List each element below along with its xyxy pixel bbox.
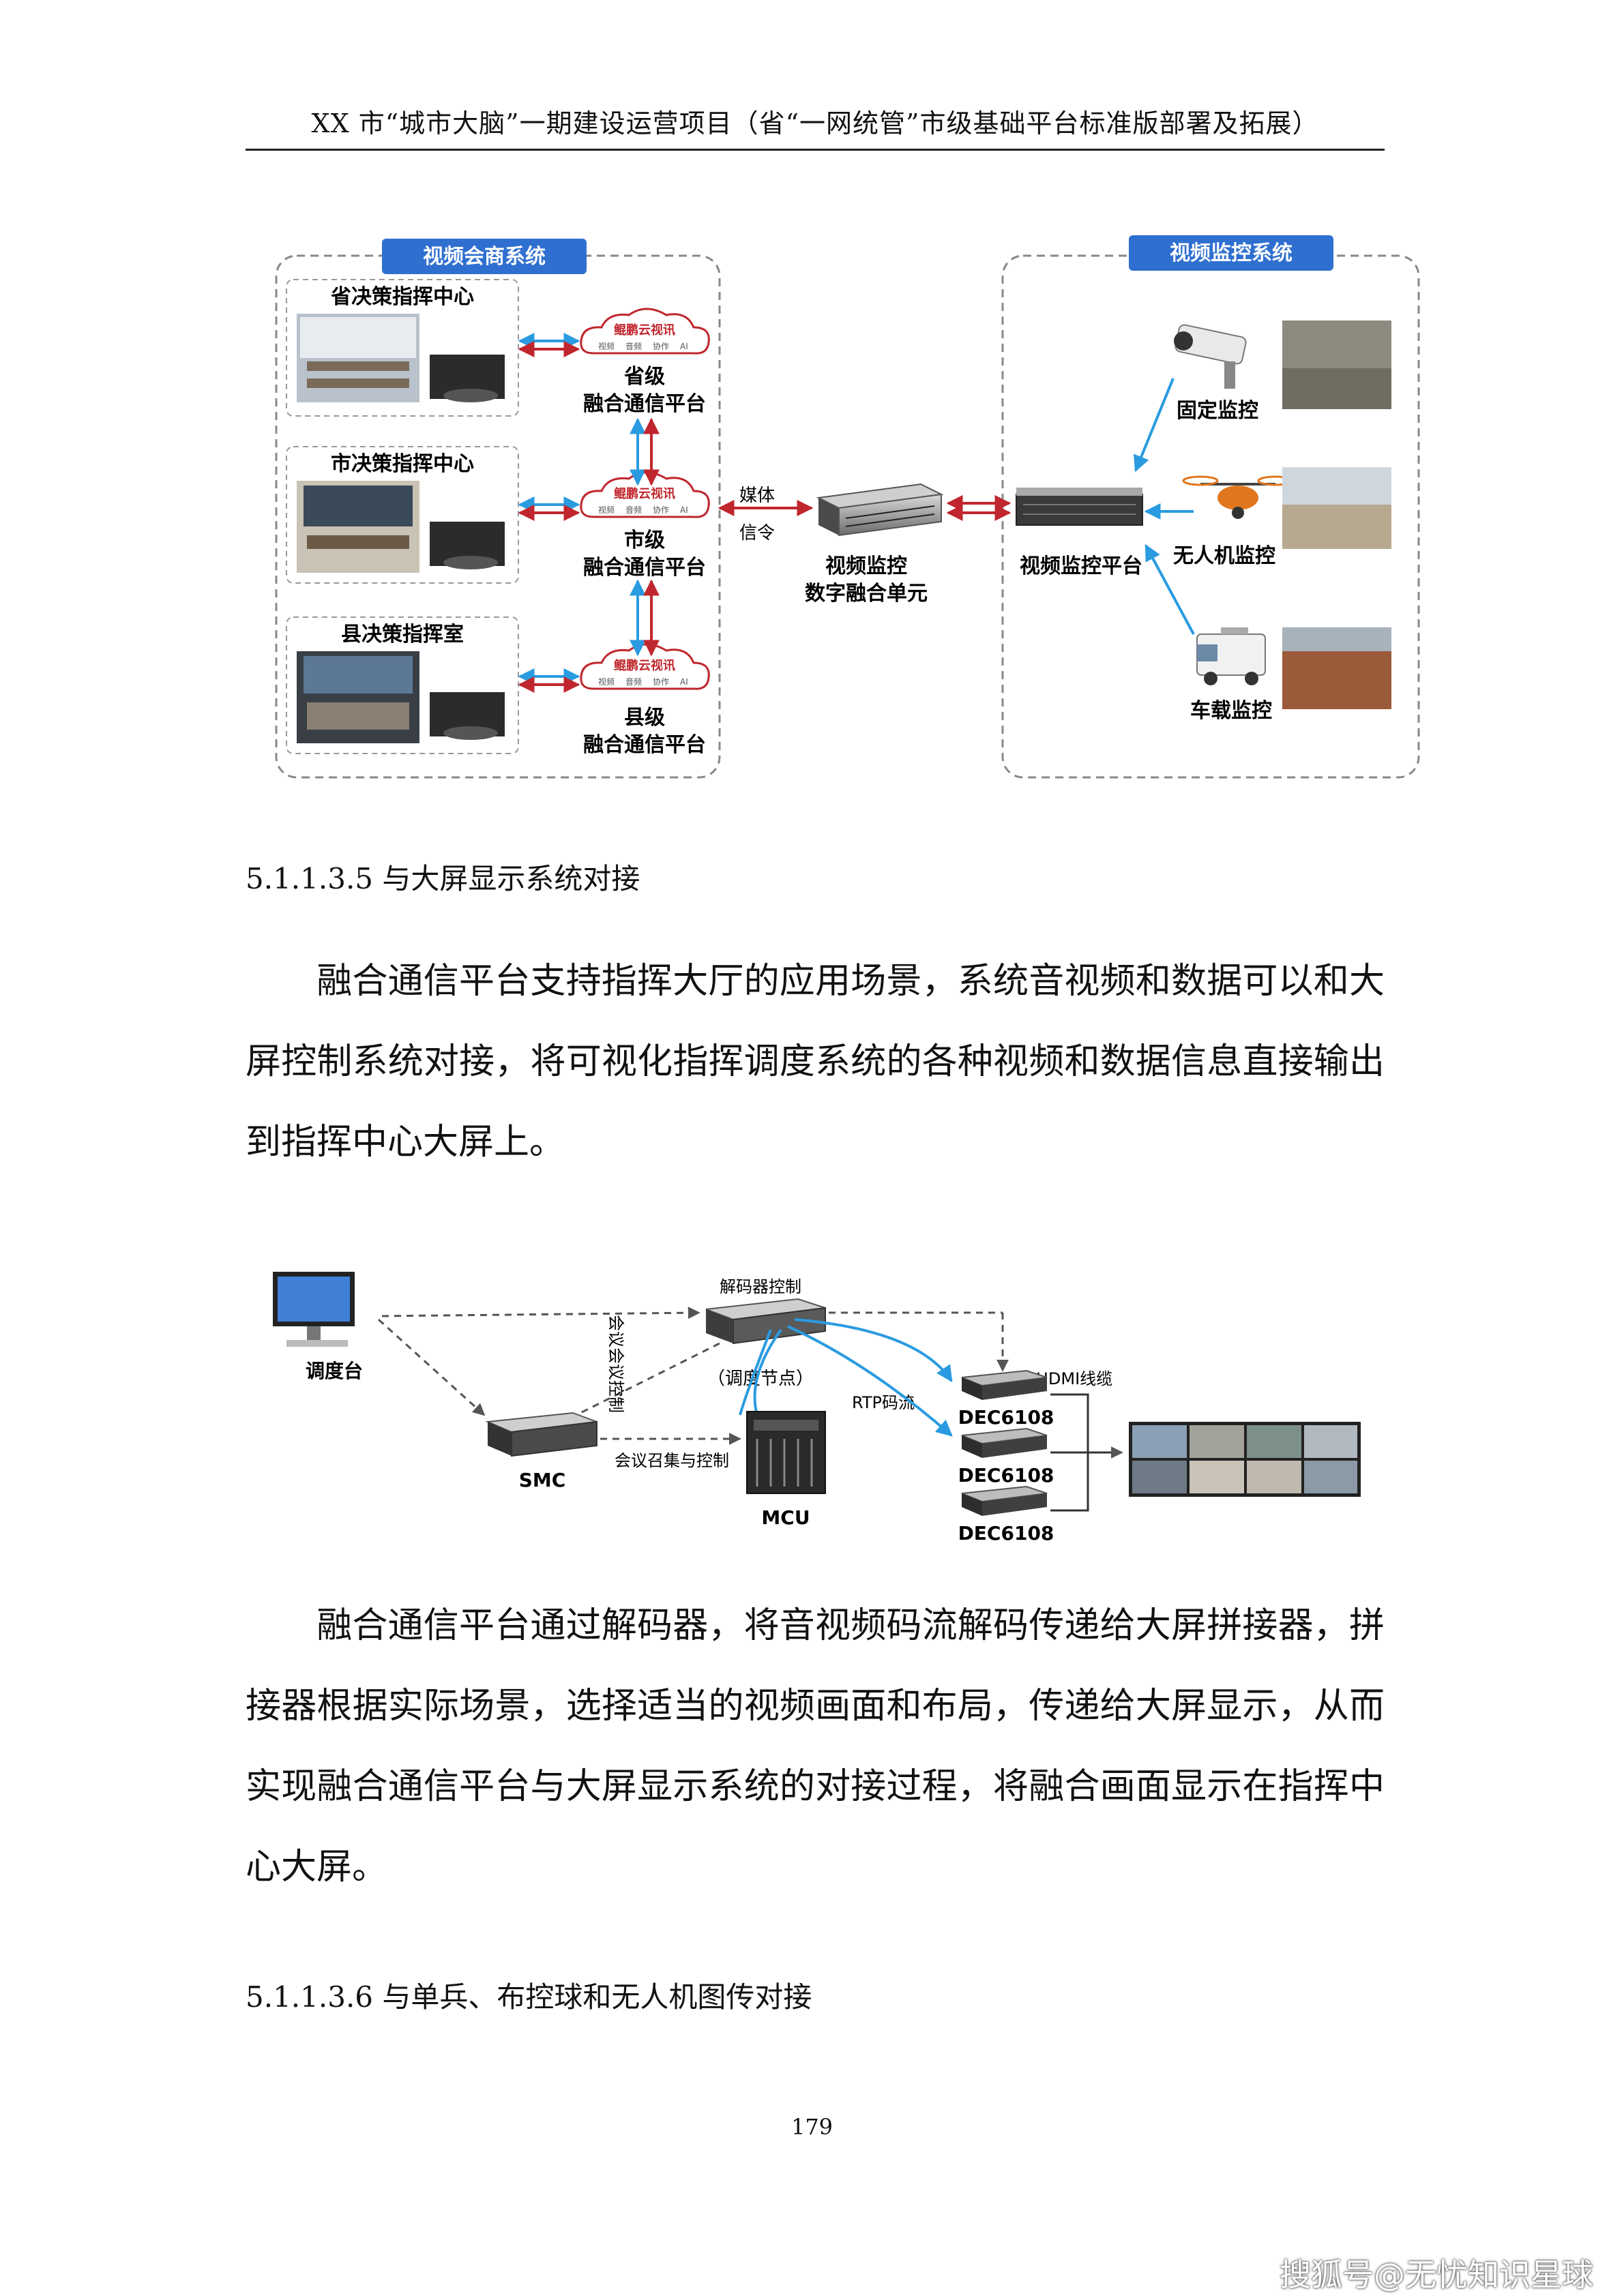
page-number: 179 bbox=[791, 2114, 833, 2140]
center-county: 县决策指挥室 bbox=[286, 616, 519, 754]
decoder-control-server-icon bbox=[705, 1298, 826, 1345]
svg-text:鲲鹏云视讯: 鲲鹏云视讯 bbox=[614, 658, 675, 673]
svg-text:视频: 视频 bbox=[598, 676, 615, 687]
svg-text:协作: 协作 bbox=[653, 505, 669, 515]
right-group-frame bbox=[1001, 254, 1420, 779]
mcu-chassis-icon bbox=[746, 1411, 826, 1494]
svg-text:协作: 协作 bbox=[653, 341, 669, 351]
paragraph-decoder-process: 融合通信平台通过解码器，将音视频码流解码传递给大屏拼接器，拼接器根据实际场景，选… bbox=[246, 1605, 1385, 1888]
cloud-province: 鲲鹏云视讯 视频 音频 协作 AI bbox=[580, 308, 710, 355]
source-fixed: 固定监控 bbox=[1177, 399, 1258, 423]
svg-text:视频: 视频 bbox=[598, 505, 615, 515]
dispatch-node-label: （调度节点） bbox=[707, 1369, 814, 1389]
smc-server-icon bbox=[485, 1412, 597, 1457]
svg-text:鲲鹏云视讯: 鲲鹏云视讯 bbox=[614, 486, 675, 501]
decoder-label-1: DEC6108 bbox=[958, 1406, 1054, 1429]
section-heading-large-screen: 5.1.1.3.5 与大屏显示系统对接 bbox=[246, 862, 640, 895]
drone-icon bbox=[1182, 475, 1294, 519]
media-label: 媒体 bbox=[739, 486, 775, 506]
svg-text:市决策指挥中心: 市决策指挥中心 bbox=[331, 452, 474, 476]
right-group-title: 视频监控系统 bbox=[1170, 241, 1293, 265]
fusion-unit-line2: 数字融合单元 bbox=[805, 582, 928, 606]
video-conference-monitoring-diagram: 视频会商系统 视频监控系统 省决策指挥中心 市决策指挥中心 县决策指挥室 鲲鹏云… bbox=[275, 235, 1420, 779]
svg-text:音频: 音频 bbox=[625, 676, 642, 687]
center-city: 市决策指挥中心 bbox=[286, 446, 519, 584]
svg-text:鲲鹏云视讯: 鲲鹏云视讯 bbox=[614, 323, 675, 338]
platform-province-name: 融合通信平台 bbox=[583, 392, 706, 416]
monitor-platform-server-icon bbox=[1016, 488, 1143, 526]
platform-county-name: 融合通信平台 bbox=[583, 733, 706, 757]
monitor-platform-label: 视频监控平台 bbox=[1020, 554, 1142, 578]
left-group-title: 视频会商系统 bbox=[423, 245, 546, 269]
svg-text:协作: 协作 bbox=[653, 676, 669, 687]
running-header: XX 市“城市大脑”一期建设运营项目（省“一网统管”市级基础平台标准版部署及拓展… bbox=[311, 108, 1319, 138]
svg-text:音频: 音频 bbox=[625, 341, 642, 351]
watermark: 搜狐号@无忧知识星球 bbox=[1280, 2256, 1593, 2293]
platform-city-name: 融合通信平台 bbox=[583, 556, 706, 580]
large-screen-docking-diagram: 调度台 解码器控制 会议会议控制 （调度节点） RTP码流 HDMI线缆 SMC… bbox=[273, 1272, 1361, 1545]
smc-label: SMC bbox=[519, 1469, 566, 1491]
platform-province-level: 省级 bbox=[624, 365, 665, 389]
right-group-badge bbox=[1129, 235, 1333, 271]
decoder-control-label: 解码器控制 bbox=[720, 1277, 801, 1296]
console-computer-icon bbox=[273, 1272, 355, 1347]
decoder-icon-2 bbox=[961, 1427, 1048, 1458]
fusion-unit-server-icon bbox=[816, 483, 944, 537]
platform-city-level: 市级 bbox=[624, 528, 665, 552]
meeting-control-label: 会议会议控制 bbox=[606, 1315, 625, 1413]
decoder-label-3: DEC6108 bbox=[958, 1522, 1054, 1545]
header-rule bbox=[246, 149, 1385, 151]
svg-text:县决策指挥室: 县决策指挥室 bbox=[341, 623, 464, 646]
svg-text:AI: AI bbox=[680, 505, 688, 515]
mcu-label: MCU bbox=[761, 1506, 810, 1529]
hdmi-label: HDMI线缆 bbox=[1036, 1369, 1112, 1388]
cloud-county: 鲲鹏云视讯 视频 音频 协作 AI bbox=[580, 643, 710, 690]
section-heading-drone-transmission: 5.1.1.3.6 与单兵、布控球和无人机图传对接 bbox=[246, 1980, 812, 2014]
cloud-city: 鲲鹏云视讯 视频 音频 协作 AI bbox=[580, 471, 710, 518]
console-label: 调度台 bbox=[306, 1360, 363, 1382]
signal-label: 信令 bbox=[739, 523, 775, 543]
fusion-unit-line1: 视频监控 bbox=[825, 554, 907, 578]
source-drone: 无人机监控 bbox=[1173, 544, 1275, 568]
summon-control-label: 会议召集与控制 bbox=[615, 1451, 729, 1470]
vehicle-icon bbox=[1196, 627, 1266, 685]
decoder-label-2: DEC6108 bbox=[958, 1464, 1054, 1487]
fixed-camera-icon bbox=[1174, 324, 1247, 389]
svg-text:AI: AI bbox=[680, 342, 688, 351]
decoder-icon-1 bbox=[961, 1369, 1048, 1400]
svg-text:视频: 视频 bbox=[598, 341, 615, 351]
decoder-icon-3 bbox=[961, 1485, 1048, 1516]
svg-text:AI: AI bbox=[680, 677, 688, 687]
video-wall-display bbox=[1129, 1422, 1361, 1497]
center-province: 省决策指挥中心 bbox=[286, 279, 519, 417]
left-group-frame bbox=[275, 254, 721, 779]
svg-text:音频: 音频 bbox=[625, 505, 642, 515]
left-group-badge bbox=[382, 239, 587, 274]
platform-county-level: 县级 bbox=[624, 706, 665, 730]
source-vehicle: 车载监控 bbox=[1190, 699, 1272, 723]
svg-text:省决策指挥中心: 省决策指挥中心 bbox=[331, 285, 474, 309]
paragraph-large-screen: 融合通信平台支持指挥大厅的应用场景，系统音视频和数据可以和大屏控制系统对接，将可… bbox=[246, 961, 1385, 1163]
